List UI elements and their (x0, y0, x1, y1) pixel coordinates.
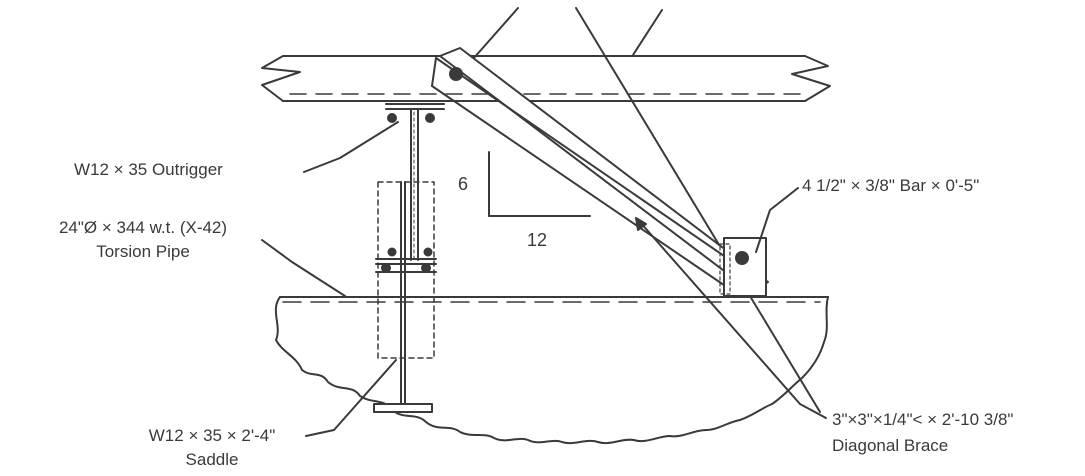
leader-outrigger (303, 121, 399, 173)
brace-label-line1: 3"×3"×1/4"< × 2'-10 3/8" (832, 410, 1014, 429)
hanger-line-right (632, 9, 663, 56)
outrigger-label: W12 × 35 Outrigger (74, 160, 223, 179)
leader-brace (639, 221, 827, 419)
saddle-label-line2: Saddle (185, 450, 239, 469)
upper-beam (261, 55, 831, 102)
brace-label-line2: Diagonal Brace (832, 436, 949, 455)
end-clip-plate (719, 237, 767, 297)
torsion-pipe (274, 296, 829, 445)
saddle-label-line1: W12 × 35 × 2'-4" (148, 426, 276, 445)
slope-rise-label: 6 (458, 174, 469, 194)
saddle-flange (373, 357, 433, 413)
outrigger-member (385, 103, 445, 263)
slope-indicator (488, 151, 591, 217)
diagonal-brace (431, 47, 769, 297)
torsion-pipe-label-line1: 24"Ø × 344 w.t. (X-42) (58, 218, 228, 237)
slope-run-label: 12 (527, 230, 548, 250)
leader-brace-arrow (635, 217, 647, 231)
saddle-plates (375, 181, 437, 359)
load-line-diagonal (575, 7, 821, 413)
leader-pipe (261, 239, 346, 297)
leader-bar (755, 187, 799, 253)
leader-saddle (305, 359, 397, 437)
bar-label: 4 1/2" × 3/8" Bar × 0'-5" (802, 176, 980, 195)
torsion-pipe-label-line2: Torsion Pipe (96, 242, 190, 261)
